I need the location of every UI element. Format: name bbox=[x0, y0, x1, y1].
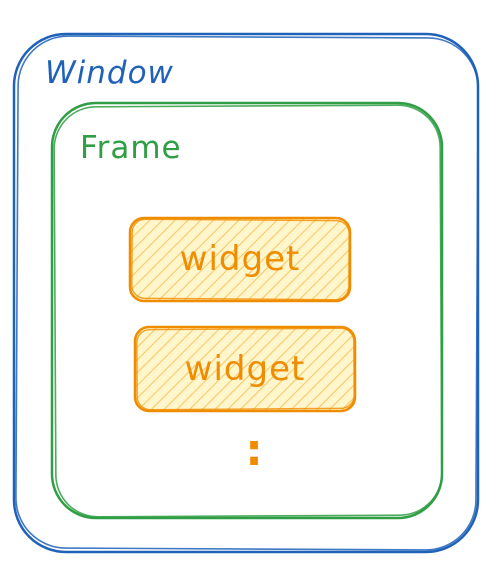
ellipsis-label: : bbox=[245, 425, 263, 476]
widget-box-1 bbox=[128, 216, 352, 303]
window-container bbox=[12, 32, 480, 554]
widget-label-1: widget bbox=[180, 239, 301, 279]
frame-container bbox=[50, 101, 444, 520]
widget-box-2 bbox=[133, 325, 357, 413]
window-label: Window bbox=[45, 55, 174, 91]
frame-label: Frame bbox=[80, 130, 182, 166]
widget-label-2: widget bbox=[185, 349, 306, 389]
